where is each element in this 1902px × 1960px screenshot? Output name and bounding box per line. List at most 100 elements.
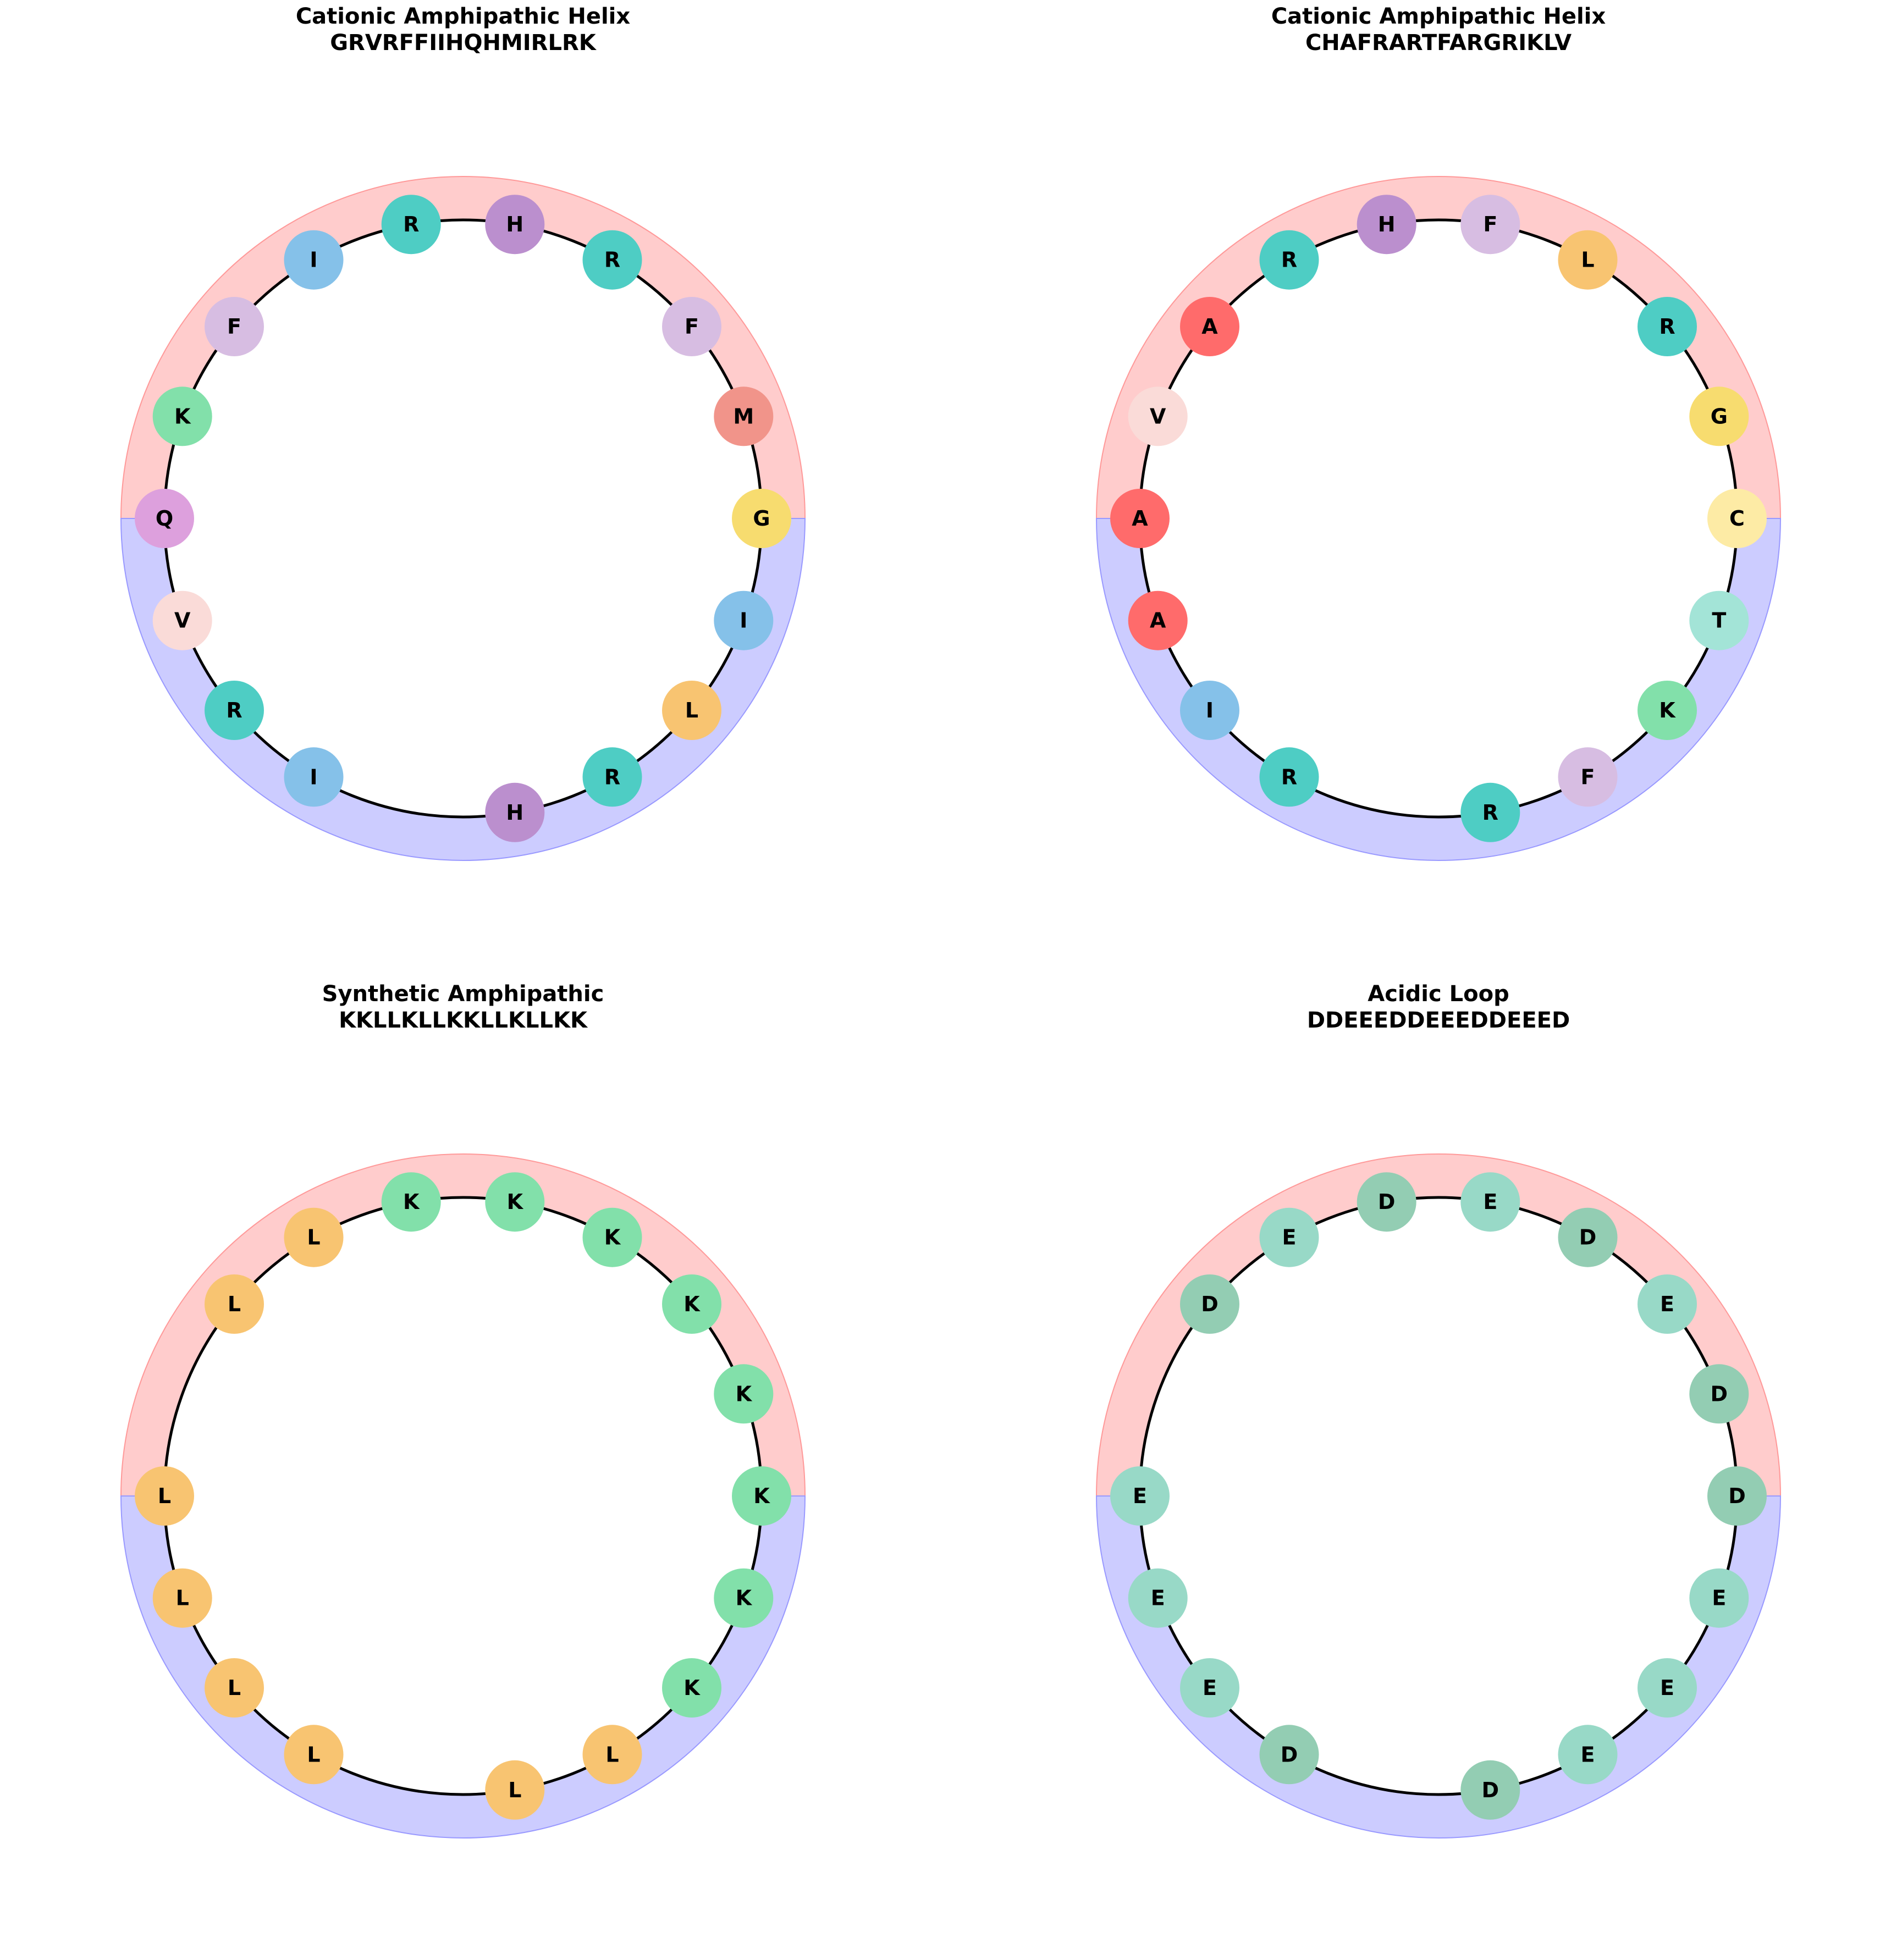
residue-2: M: [714, 387, 774, 446]
residue-5: F: [1460, 195, 1520, 255]
residue-11: L: [205, 1658, 264, 1718]
residue-marker: [1180, 297, 1239, 356]
residue-marker: [1689, 387, 1749, 446]
residue-15: E: [1638, 1658, 1697, 1718]
residue-label: T: [1712, 609, 1726, 633]
residue-9: E: [1110, 1466, 1170, 1526]
residue-14: L: [582, 1725, 642, 1785]
residue-label: I: [310, 765, 317, 789]
residue-label: E: [1483, 1190, 1497, 1214]
residue-marker: [1689, 590, 1749, 650]
residue-label: M: [733, 404, 754, 428]
residue-label: A: [1132, 506, 1148, 531]
residue-9: V: [1128, 387, 1188, 446]
residue-label: K: [683, 1292, 701, 1316]
residue-15: R: [582, 747, 642, 807]
residue-label: I: [1206, 698, 1214, 722]
residue-13: R: [1259, 747, 1319, 807]
residue-label: F: [685, 314, 699, 339]
residue-2: K: [714, 1364, 774, 1424]
residue-marker: [714, 387, 774, 446]
residue-label: L: [605, 1742, 619, 1766]
residue-label: D: [1711, 1382, 1728, 1406]
residue-label: E: [1660, 1292, 1674, 1316]
residue-label: R: [604, 765, 620, 789]
residue-label: R: [1659, 314, 1675, 339]
residue-6: H: [1357, 195, 1416, 255]
residue-marker: [205, 1274, 264, 1334]
residue-label: I: [740, 609, 747, 633]
residue-label: Q: [156, 506, 173, 531]
residue-label: K: [736, 1586, 753, 1610]
residue-label: L: [176, 1586, 189, 1610]
residue-marker: [1259, 1207, 1319, 1267]
residue-label: A: [1201, 314, 1218, 339]
residue-marker: [1259, 230, 1319, 290]
residue-label: D: [1201, 1292, 1219, 1316]
residue-4: R: [582, 230, 642, 290]
wheel-title: Cationic Amphipathic Helix: [1271, 4, 1606, 29]
residue-marker: [152, 1568, 212, 1628]
residue-13: D: [1460, 1760, 1520, 1820]
residue-8: L: [205, 1274, 264, 1334]
residue-marker: [485, 782, 545, 842]
residue-marker: [135, 489, 194, 548]
residue-marker: [284, 1725, 344, 1785]
residue-label: H: [506, 800, 523, 825]
residue-label: R: [1281, 248, 1297, 272]
residue-3: R: [1638, 297, 1697, 356]
wheel-sequence: CHAFRARTFARGRIKLV: [1305, 30, 1572, 56]
residue-2: D: [1689, 1364, 1749, 1424]
residue-5: K: [485, 1172, 545, 1232]
residue-marker: [205, 681, 264, 740]
residue-marker: [1638, 1274, 1697, 1334]
residue-label: G: [753, 506, 770, 531]
residue-8: F: [205, 297, 264, 356]
residue-marker: [284, 1207, 344, 1267]
wheel-panel-3: Synthetic AmphipathicKKLLKLLKKLLKLLKKKKK…: [120, 981, 806, 1838]
residue-marker: [381, 195, 441, 255]
residue-marker: [582, 1725, 642, 1785]
residue-6: K: [381, 1172, 441, 1232]
residue-label: K: [1659, 698, 1676, 722]
residue-6: R: [381, 195, 441, 255]
residue-marker: [1128, 590, 1188, 650]
residue-8: D: [1180, 1274, 1239, 1334]
residue-label: A: [1150, 609, 1166, 633]
residue-label: F: [1483, 212, 1497, 236]
residue-label: R: [226, 698, 242, 722]
residue-12: L: [284, 1725, 344, 1785]
residue-label: L: [685, 698, 698, 722]
residue-12: R: [205, 681, 264, 740]
residue-label: R: [1482, 800, 1498, 825]
residue-4: K: [582, 1207, 642, 1267]
residue-marker: [582, 230, 642, 290]
residue-marker: [485, 1760, 545, 1820]
residue-label: D: [1728, 1484, 1746, 1508]
residue-marker: [1638, 681, 1697, 740]
residue-marker: [662, 681, 721, 740]
residue-label: L: [158, 1484, 171, 1508]
residue-marker: [1558, 230, 1618, 290]
residue-marker: [205, 297, 264, 356]
residue-label: L: [307, 1225, 320, 1250]
residue-label: D: [1378, 1190, 1396, 1214]
residue-marker: [662, 297, 721, 356]
residue-16: L: [662, 681, 721, 740]
residue-8: A: [1180, 297, 1239, 356]
residue-label: L: [508, 1778, 521, 1802]
residue-marker: [662, 1658, 721, 1718]
residue-7: R: [1259, 230, 1319, 290]
residue-marker: [1180, 681, 1239, 740]
wheel-center: [164, 220, 762, 817]
residue-label: I: [310, 248, 317, 272]
residue-marker: [1558, 1207, 1618, 1267]
residue-label: E: [1581, 1742, 1595, 1766]
residue-marker: [1128, 387, 1188, 446]
residue-15: K: [662, 1658, 721, 1718]
residue-label: L: [228, 1676, 241, 1700]
residue-marker: [714, 1364, 774, 1424]
residue-label: K: [507, 1190, 524, 1214]
residue-label: R: [1281, 765, 1297, 789]
residue-label: E: [1133, 1484, 1147, 1508]
